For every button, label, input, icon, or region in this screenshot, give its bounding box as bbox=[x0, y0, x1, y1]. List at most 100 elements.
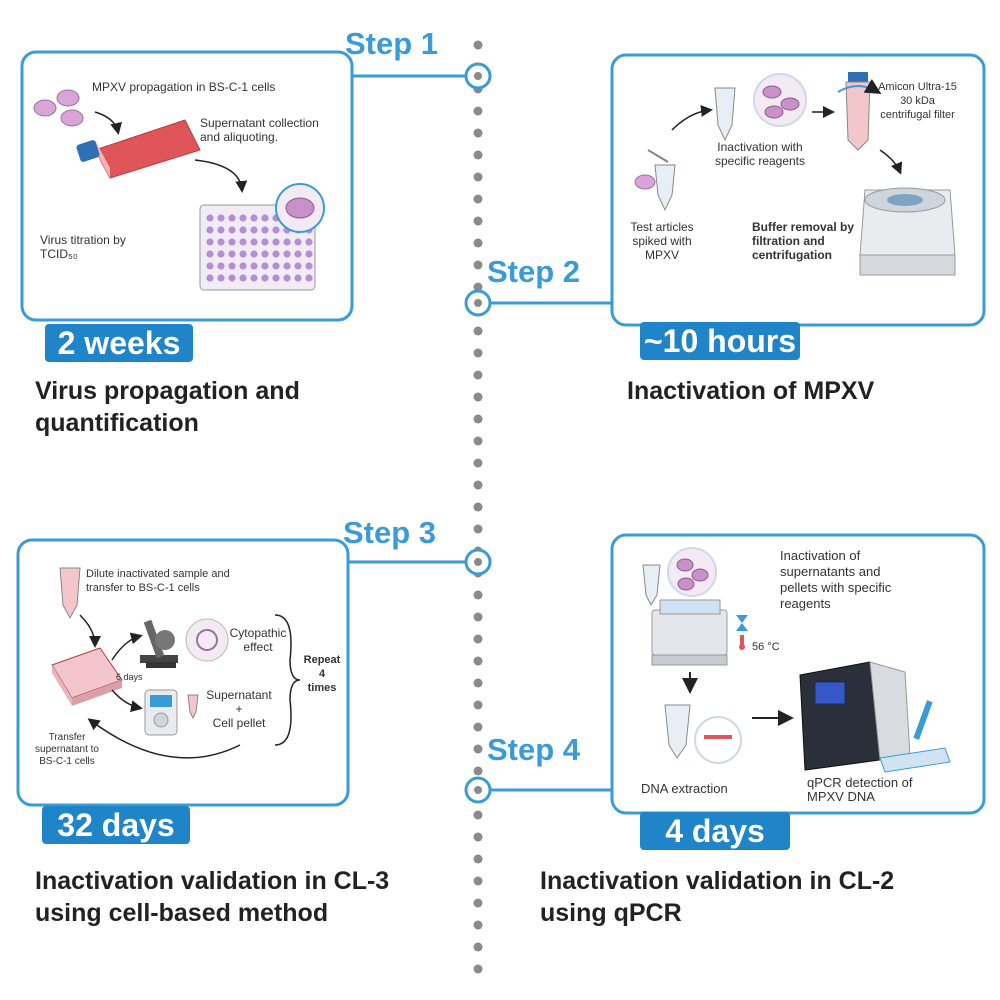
test-tube-icon bbox=[634, 149, 676, 212]
inactivation-supernatants-label: Inactivation of supernatants and pellets… bbox=[780, 548, 892, 611]
plate-well bbox=[239, 238, 247, 246]
timeline-dot bbox=[473, 920, 483, 930]
centrifugal-filter-icon bbox=[837, 72, 882, 151]
plate-well bbox=[305, 262, 313, 270]
plate-well bbox=[283, 250, 291, 258]
plate-well bbox=[294, 262, 302, 270]
timeline-dot bbox=[473, 238, 483, 248]
plate-well bbox=[305, 274, 313, 282]
timeline-dot bbox=[473, 898, 483, 908]
timeline-dot bbox=[473, 722, 483, 732]
timeline-dot bbox=[473, 370, 483, 380]
plate-well bbox=[228, 226, 236, 234]
timeline-dot bbox=[473, 282, 483, 292]
plate-well bbox=[305, 238, 313, 246]
dilute-sample-label: Dilute inactivated sample and transfer t… bbox=[86, 568, 230, 594]
temperature-label: 56 °C bbox=[752, 641, 780, 653]
plate-well bbox=[294, 238, 302, 246]
transfer-arrow bbox=[87, 718, 241, 759]
microscope-icon bbox=[140, 619, 178, 668]
timeline-dot bbox=[473, 876, 483, 886]
plate-well bbox=[239, 226, 247, 234]
inactivation-tube-icon bbox=[714, 87, 736, 142]
centrifuge-icon bbox=[859, 187, 956, 276]
plate-well bbox=[305, 250, 313, 258]
inactivation-reagents-label: Inactivation with specific reagents bbox=[714, 140, 806, 168]
amicon-filter-label: Amicon Ultra-15 30 kDa centrifugal filte… bbox=[878, 81, 957, 121]
sample-tube-icon bbox=[642, 564, 661, 607]
timeline-dot bbox=[473, 216, 483, 226]
qpcr-detection-label: qPCR detection of MPXV DNA bbox=[807, 775, 913, 804]
dna-extraction-label: DNA extraction bbox=[641, 781, 728, 796]
step1-label: Step 1 bbox=[345, 26, 439, 61]
plate-well bbox=[283, 274, 291, 282]
plate-well bbox=[250, 274, 258, 282]
timeline-dot bbox=[473, 832, 483, 842]
thermometer-icon bbox=[739, 635, 745, 650]
timeline-dot bbox=[473, 810, 483, 820]
timeline-dot bbox=[473, 524, 483, 534]
timeline-dot bbox=[473, 942, 483, 952]
step2-duration-badge: ~10 hours bbox=[640, 322, 800, 360]
plate-well bbox=[206, 214, 214, 222]
water-bath-icon bbox=[651, 599, 728, 666]
supernatant-collection-label: Supernatant collection and aliquoting. bbox=[200, 116, 319, 144]
plate-well bbox=[206, 274, 214, 282]
pipette-tip-plate-icon bbox=[879, 700, 951, 773]
timeline-dot bbox=[473, 612, 483, 622]
buffer-removal-label: Buffer removal by filtration and centrif… bbox=[752, 220, 855, 262]
timeline-dot bbox=[473, 194, 483, 204]
plate-well bbox=[261, 238, 269, 246]
plate-well bbox=[261, 262, 269, 270]
plate-well bbox=[217, 238, 225, 246]
plate-well bbox=[217, 214, 225, 222]
plate-well bbox=[272, 274, 280, 282]
timeline-dot bbox=[473, 634, 483, 644]
plate-well bbox=[228, 262, 236, 270]
pellet-tube-icon bbox=[187, 694, 199, 720]
plate-well bbox=[250, 226, 258, 234]
timeline-dot bbox=[473, 172, 483, 182]
days-label: 6 days bbox=[116, 672, 143, 682]
timeline-dot bbox=[473, 392, 483, 402]
step3-title: Inactivation validation in CL-3 using ce… bbox=[35, 867, 390, 927]
plate-well bbox=[239, 274, 247, 282]
timeline-dotted-line bbox=[473, 40, 483, 974]
plate-well bbox=[294, 274, 302, 282]
plate-well bbox=[228, 214, 236, 222]
plate-well bbox=[272, 262, 280, 270]
timeline-dot bbox=[473, 150, 483, 160]
cytopathic-effect-icon bbox=[185, 618, 229, 662]
sample-tube-icon bbox=[59, 567, 81, 620]
repeat-bracket bbox=[274, 614, 301, 746]
plate-well bbox=[217, 262, 225, 270]
timeline-dot bbox=[473, 436, 483, 446]
plate-well bbox=[261, 274, 269, 282]
transfer-supernatant-label: Transfer supernatant to BS-C-1 cells bbox=[35, 732, 99, 767]
qpcr-machine-icon bbox=[799, 661, 911, 771]
extraction-tube-icon bbox=[664, 704, 691, 759]
plate-well bbox=[283, 238, 291, 246]
virus-titration-label: Virus titration by TCID₅₀ bbox=[40, 233, 126, 261]
plate-well bbox=[261, 250, 269, 258]
timeline-dot bbox=[473, 458, 483, 468]
plate-well bbox=[272, 226, 280, 234]
timeline-dot bbox=[473, 106, 483, 116]
dna-gel-icon bbox=[694, 716, 742, 764]
plate-well bbox=[272, 250, 280, 258]
plate-well bbox=[206, 226, 214, 234]
plate-well bbox=[217, 250, 225, 258]
tube-centrifuge-icon bbox=[144, 689, 178, 736]
plate-well bbox=[206, 238, 214, 246]
timeline-dot bbox=[473, 854, 483, 864]
plate-well bbox=[250, 250, 258, 258]
plate-well bbox=[228, 274, 236, 282]
timeline-dot bbox=[473, 766, 483, 776]
step1-duration-badge: 2 weeks bbox=[45, 324, 193, 362]
plate-well bbox=[206, 250, 214, 258]
step3-box bbox=[16, 538, 350, 807]
timeline-dot bbox=[473, 590, 483, 600]
cell-plate-icon bbox=[51, 647, 123, 706]
plate-well bbox=[261, 214, 269, 222]
